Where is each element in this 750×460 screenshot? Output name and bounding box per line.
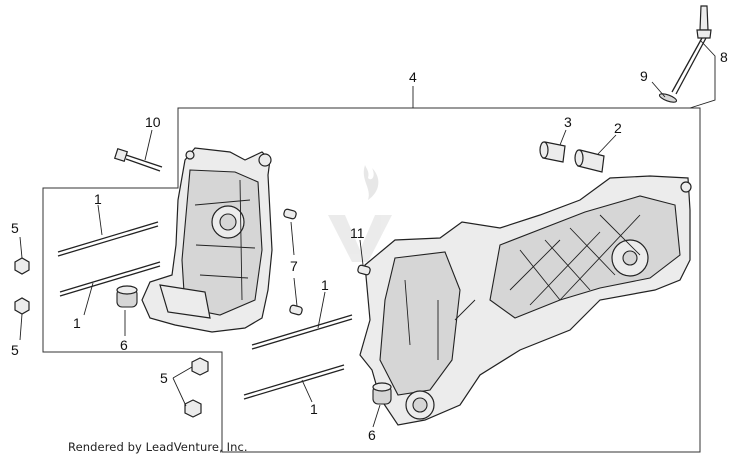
callout-5: 5 [11,342,19,358]
callout-5: 5 [160,370,168,386]
callout-4: 4 [409,69,417,85]
leadventure-watermark [328,165,392,262]
callout-9: 9 [640,68,648,84]
nuts-5 [14,257,209,418]
callout-1: 1 [73,315,81,331]
callout-6: 6 [120,337,128,353]
callout-10: 10 [145,114,161,130]
callout-2: 2 [614,120,622,136]
callout-8: 8 [720,49,728,65]
callout-1: 1 [310,401,318,417]
callout-1: 1 [321,277,329,293]
assembly-frame [42,107,701,453]
dowel-pins [283,208,371,316]
leader-lines [19,39,716,428]
left-crankcase-half [141,147,273,333]
bolt-10 [113,147,163,172]
bushings-2-3 [539,141,605,173]
right-crankcase-half [359,175,692,426]
callout-1: 1 [94,191,102,207]
dipstick-8 [658,5,712,103]
callout-5: 5 [11,220,19,236]
callouts: 1 1 1 1 2 3 4 5 5 5 6 6 7 8 9 10 11 [11,49,728,443]
callout-7: 7 [290,258,298,274]
bushings-6 [116,285,392,405]
callout-11: 11 [350,225,365,241]
render-credit: Rendered by LeadVenture, Inc. [68,440,248,454]
callout-6: 6 [368,427,376,443]
stud-bolts [57,221,353,400]
callout-3: 3 [564,114,572,130]
